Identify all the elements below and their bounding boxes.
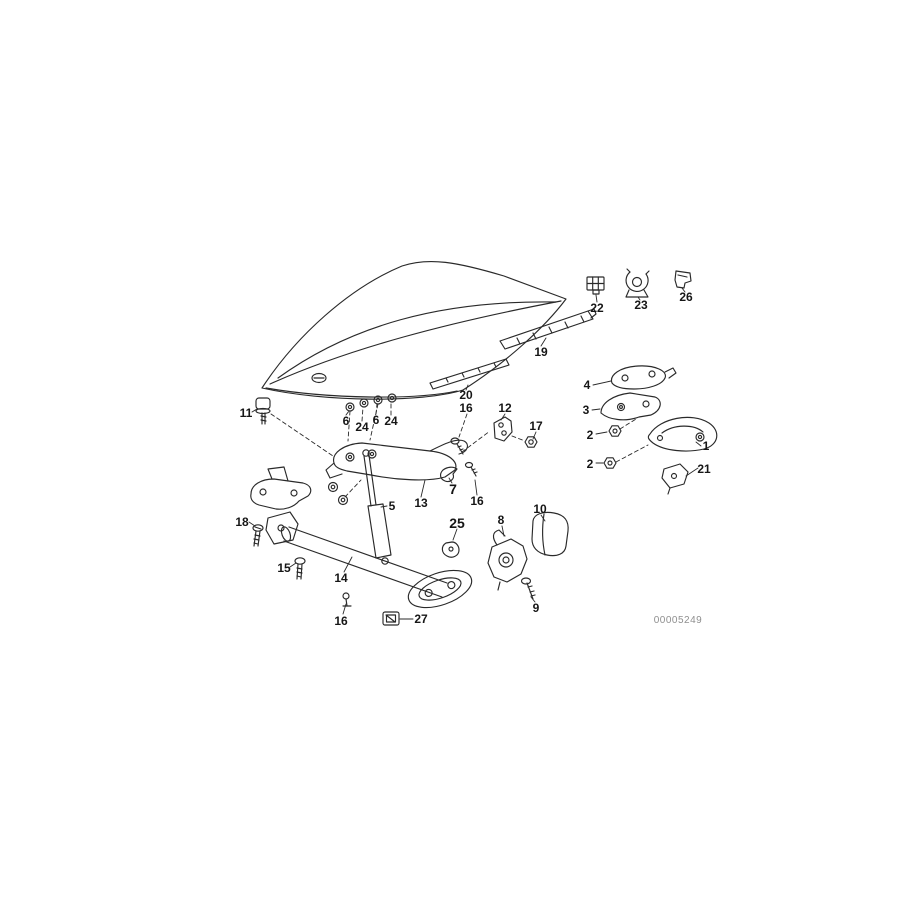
assembly-dashed-lines bbox=[270, 401, 649, 498]
seal-strip-20 bbox=[429, 358, 510, 390]
hood-panel bbox=[261, 260, 567, 400]
bolt-center-b bbox=[464, 461, 478, 477]
clip-26 bbox=[674, 270, 692, 289]
seal-strip-19 bbox=[499, 308, 597, 350]
clamp-23 bbox=[625, 268, 650, 298]
hood-lock-8 bbox=[487, 529, 528, 591]
strut-washers bbox=[327, 481, 349, 506]
ball-stud-16 bbox=[342, 592, 352, 607]
buffer-11 bbox=[255, 397, 271, 425]
screw-18 bbox=[252, 524, 264, 547]
bolt-9 bbox=[520, 577, 536, 600]
screw-15 bbox=[294, 557, 306, 580]
hex-bolt-2b bbox=[603, 457, 617, 469]
lock-cover-10 bbox=[531, 511, 569, 557]
bracket-21 bbox=[661, 463, 689, 495]
hinge-bracket-4 bbox=[610, 365, 677, 390]
gas-strut-5 bbox=[362, 449, 392, 565]
hinge-arm-1 bbox=[647, 416, 718, 452]
hinge-bracket-3 bbox=[600, 392, 661, 421]
nut-17 bbox=[524, 436, 538, 448]
latch-25 bbox=[441, 541, 460, 558]
drawing-id: 00005249 bbox=[653, 615, 703, 626]
bracket-12 bbox=[493, 416, 513, 442]
crossbar-end-plate bbox=[407, 569, 473, 609]
grommet-27 bbox=[382, 611, 400, 626]
left-mount-bracket bbox=[250, 466, 312, 510]
crossbar-14 bbox=[265, 511, 448, 598]
leader-lines bbox=[248, 287, 702, 620]
hood-emblem bbox=[311, 372, 327, 384]
base-bracket-13 bbox=[325, 439, 468, 481]
hex-bolt-2a bbox=[608, 425, 622, 437]
grommet-22 bbox=[586, 276, 605, 295]
clip-7 bbox=[439, 466, 458, 483]
